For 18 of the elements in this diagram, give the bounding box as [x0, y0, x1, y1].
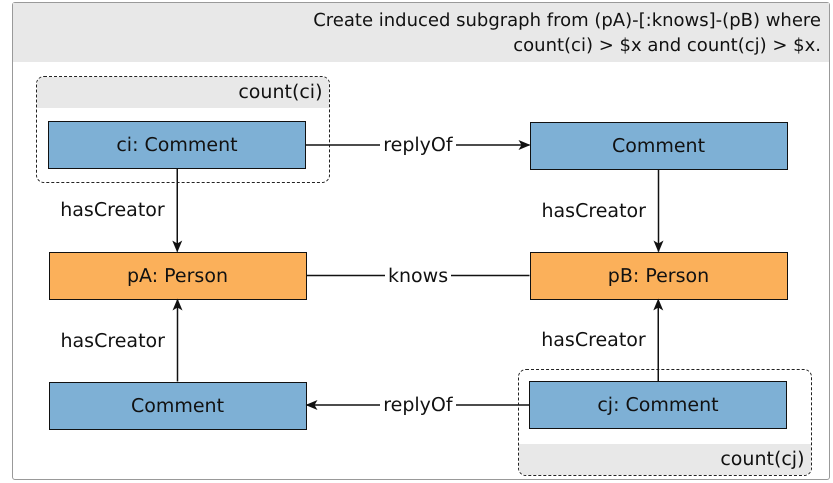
arrow: [653, 298, 664, 381]
group-label: count(cj): [518, 444, 810, 474]
dashed-group: [36, 76, 330, 182]
dashed-group: [518, 368, 812, 476]
arrow: [172, 169, 182, 252]
arrow: [654, 170, 664, 252]
entity-box: cj: Comment: [529, 381, 787, 429]
diagram-frame: [12, 2, 830, 480]
entity-box: pB: Person: [530, 252, 788, 300]
frame-title: Create induced subgraph from (pA)-[:knows]-(pB) where count(ci) > $x and count(cj) > $x.: [13, 3, 829, 62]
group-label: count(ci): [36, 76, 328, 108]
entity-box: pA: Person: [48, 252, 306, 300]
edge-label: replyOf: [380, 394, 456, 416]
entity-box: Comment: [48, 382, 306, 430]
entity-box: Comment: [530, 122, 788, 170]
edge-label: replyOf: [380, 134, 456, 156]
arrow: [172, 298, 182, 382]
entity-box: ci: Comment: [48, 121, 306, 169]
